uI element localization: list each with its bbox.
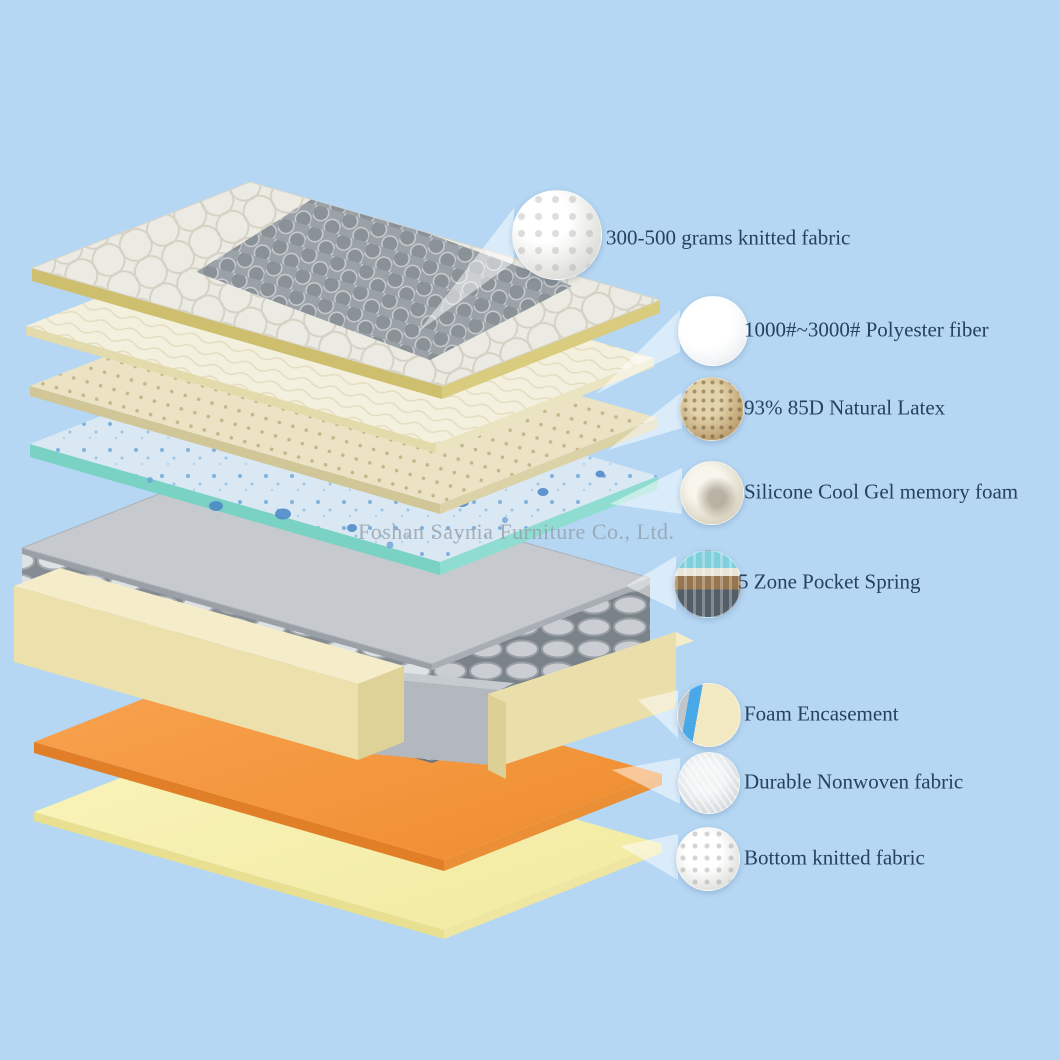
layer-knitted-fabric-top <box>30 181 662 399</box>
cool-gel-memory-foam-swatch <box>680 461 744 525</box>
callout-beams <box>418 208 682 880</box>
watermark: Foshan Saynia Furniture Co., Ltd. <box>358 519 675 544</box>
label-foam-encasement: Foam Encasement <box>744 701 899 726</box>
nonwoven-fabric-swatch <box>678 752 740 814</box>
label-knitted-fabric: 300-500 grams knitted fabric <box>606 225 851 250</box>
label-bottom-knitted-fabric: Bottom knitted fabric <box>744 845 925 870</box>
polyester-fiber-swatch <box>678 296 748 366</box>
label-natural-latex: 93% 85D Natural Latex <box>744 395 946 420</box>
label-polyester-fiber: 1000#~3000# Polyester fiber <box>744 317 989 342</box>
foam-encasement-swatch <box>677 683 741 747</box>
natural-latex-swatch <box>680 377 744 441</box>
label-nonwoven-fabric: Durable Nonwoven fabric <box>744 769 964 794</box>
bottom-knitted-fabric-swatch <box>676 827 740 891</box>
label-cool-gel-memory-foam: Silicone Cool Gel memory foam <box>744 479 1019 504</box>
layer-foam-encasement <box>14 568 694 779</box>
pocket-spring-swatch <box>674 550 742 618</box>
knitted-fabric-swatch <box>512 190 602 280</box>
label-pocket-spring: 5 Zone Pocket Spring <box>738 569 921 594</box>
